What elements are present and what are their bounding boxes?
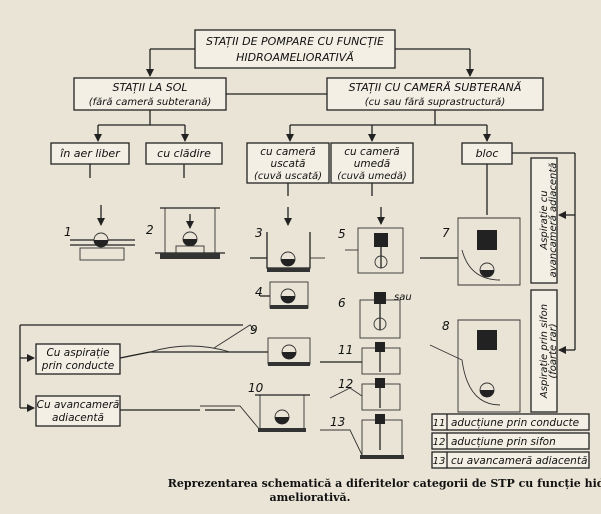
left-routing xyxy=(19,324,243,412)
uscata-line3: (cuvă uscată) xyxy=(254,171,322,182)
annotation-sau: sau xyxy=(394,292,412,303)
subterana-line2: (cu sau fără suprastructură) xyxy=(365,97,505,108)
fig-3-dry-chamber xyxy=(250,207,325,272)
level3-connectors xyxy=(94,110,491,142)
fig-11-wet-chamber xyxy=(320,342,401,375)
asp-avancamera-line1: Aspirație cu xyxy=(539,190,550,250)
node-aspiratie-avancamera: Aspirație cu avancameră adiacentă xyxy=(530,157,559,284)
umeda-line3: (cuvă umedă) xyxy=(337,171,407,182)
asp-conducte-line1: Cu aspirație xyxy=(46,347,109,359)
fig-num-5: 5 xyxy=(338,227,346,241)
node-aer-liber: în aer liber xyxy=(50,142,130,165)
fig-num-4: 4 xyxy=(255,285,263,299)
uscata-line1: cu cameră xyxy=(260,146,315,158)
fig-6-wet-chamber xyxy=(359,292,401,339)
fig-num-10: 10 xyxy=(248,381,264,395)
legend-label-13: cu avancameră adiacentă xyxy=(451,455,587,467)
fig-10-dry-chamber-forebay xyxy=(200,394,310,432)
node-bloc: bloc xyxy=(461,142,513,165)
asp-sifon-line1: Aspirație prin sifon xyxy=(539,304,550,399)
sol-line2: (fără cameră subterană) xyxy=(89,97,211,108)
node-cu-avancamera: Cu avancameră adiacentă xyxy=(35,395,121,427)
legend: 11 aducțiune prin conducte 12 aducțiune … xyxy=(431,413,590,469)
aer-liber-label: în aer liber xyxy=(60,147,121,160)
node-aspiratie-conducte: Cu aspirație prin conducte xyxy=(35,343,121,375)
node-aspiratie-sifon: Aspirație prin sifon (foarte rar) xyxy=(530,289,559,413)
legend-num-11: 11 xyxy=(433,418,446,429)
caption: Reprezentarea schematică a diferitelor c… xyxy=(168,477,601,504)
fig-num-13: 13 xyxy=(330,415,345,429)
fig-num-2: 2 xyxy=(146,223,154,237)
bloc-connectors xyxy=(512,152,576,354)
umeda-line1: cu cameră xyxy=(344,146,399,158)
figure-numbers: 1 2 3 4 5 6 7 8 9 10 11 12 13 xyxy=(64,223,450,429)
asp-sifon-line2: (foarte rar) xyxy=(548,323,559,378)
fig-7-block-forebay xyxy=(420,178,521,286)
fig-num-1: 1 xyxy=(64,225,72,239)
node-camera-uscata: cu cameră uscată (cuvă uscată) xyxy=(246,142,330,184)
legend-label-11: aducțiune prin conducte xyxy=(451,417,579,429)
legend-num-12: 12 xyxy=(433,437,446,448)
fig-num-9: 9 xyxy=(250,323,258,337)
fig-num-11: 11 xyxy=(338,343,353,357)
fig-4-dry-chamber xyxy=(260,281,309,309)
legend-label-12: aducțiune prin sifon xyxy=(451,436,556,448)
fig-num-7: 7 xyxy=(442,226,450,240)
cladire-label: cu clădire xyxy=(157,147,211,160)
fig-9-dry-chamber-intake xyxy=(149,324,311,366)
fig-8-block-siphon xyxy=(429,319,521,413)
fig-num-6: 6 xyxy=(338,296,346,310)
node-statii-camera-subterana: STAȚII CU CAMERĂ SUBTERANĂ (cu sau fără … xyxy=(326,77,544,111)
title-line1: STAȚII DE POMPARE CU FUNCȚIE xyxy=(206,35,384,48)
asp-conducte-line2: prin conducte xyxy=(41,360,114,372)
title-line2: HIDROAMELIORATIVĂ xyxy=(236,51,354,64)
uscata-line2: uscată xyxy=(271,158,306,170)
cu-avancamera-line1: Cu avancameră xyxy=(37,399,120,411)
fig-12-wet-chamber-siphon xyxy=(329,378,401,411)
drawing-arrows xyxy=(89,164,488,196)
caption-line2: ameliorativă. xyxy=(270,491,351,504)
cu-avancamera-line2: adiacentă xyxy=(52,412,104,424)
sol-line1: STAȚII LA SOL xyxy=(112,81,187,94)
fig-5-wet-chamber xyxy=(345,207,404,274)
fig-1-pump-open-air xyxy=(70,205,135,261)
umeda-line2: umedă xyxy=(354,158,390,170)
fig-num-8: 8 xyxy=(442,319,450,333)
caption-line1: Reprezentarea schematică a diferitelor c… xyxy=(168,477,601,490)
bloc-label: bloc xyxy=(476,147,499,160)
node-statii-la-sol: STAȚII LA SOL (fără cameră subterană) xyxy=(73,77,227,111)
fig-13-wet-chamber-forebay xyxy=(320,414,404,459)
asp-avancamera-line2: avancameră adiacentă xyxy=(548,163,559,278)
fig-2-pump-building xyxy=(155,207,225,259)
node-camera-umeda: cu cameră umedă (cuvă umedă) xyxy=(330,142,414,184)
fig-num-3: 3 xyxy=(255,226,263,240)
title-box: STAȚII DE POMPARE CU FUNCȚIE HIDROAMELIO… xyxy=(194,29,396,69)
title-connectors xyxy=(146,48,474,77)
node-cu-cladire: cu clădire xyxy=(145,142,223,165)
fig-num-12: 12 xyxy=(338,377,353,391)
subterana-line1: STAȚII CU CAMERĂ SUBTERANĂ xyxy=(349,81,522,94)
legend-num-13: 13 xyxy=(433,456,446,467)
